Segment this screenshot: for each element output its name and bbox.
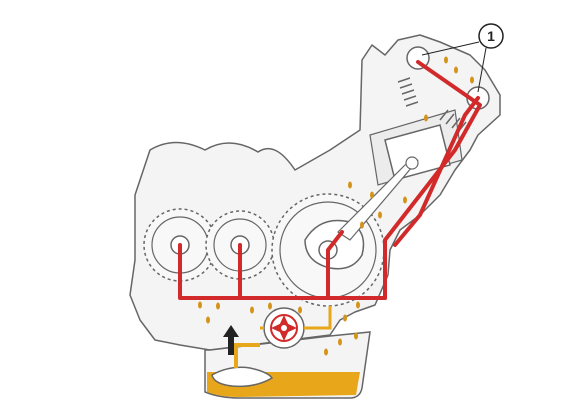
valve-spring-right [439,109,467,133]
crank-feed [326,230,344,300]
pickup-pipe [234,343,260,368]
leader-line-left [421,41,480,56]
leader-line-right [477,47,487,93]
riser-to-head [383,60,482,300]
pressure-oil-lines [178,60,482,300]
oil-pump-icon [263,307,305,349]
oil-sump [204,331,371,399]
oil-drops [198,56,474,356]
pump-feed-line [260,306,332,330]
piston-assembly [337,109,463,241]
callout: 1 [421,23,504,93]
callout-label: 1 [487,28,495,44]
head-gallery [393,96,480,247]
arrow-up-icon [223,325,239,355]
piston [384,124,451,181]
main-gallery [178,243,387,300]
oil-pickup [211,366,274,388]
valve-spring-left [397,77,419,107]
callout-circle [478,23,504,49]
